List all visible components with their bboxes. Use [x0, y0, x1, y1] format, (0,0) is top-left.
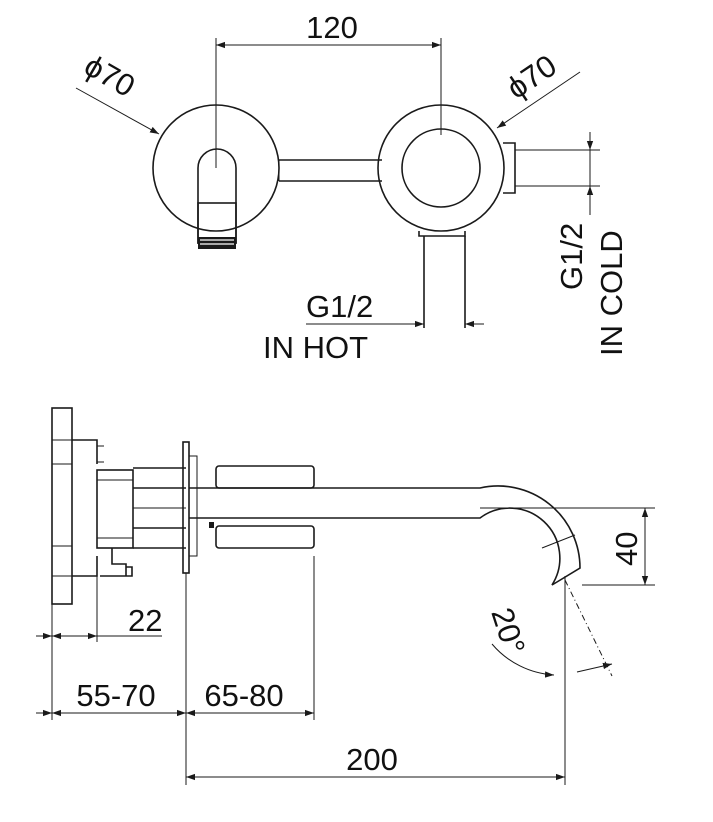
handle-reach-label: 65-80: [204, 678, 283, 713]
right-diameter-label: ϕ70: [500, 48, 563, 106]
flange-depth-label: 22: [128, 603, 162, 638]
spout-outlet: [197, 148, 237, 244]
spout-drop-label: 40: [609, 532, 644, 566]
mixer-handle: [401, 128, 481, 208]
side-view: 40 20° 22 55-70 65-80 200: [36, 407, 655, 785]
angle-label: 20°: [484, 603, 532, 658]
left-diameter-label: ϕ70: [79, 48, 141, 104]
wall-depth-label: 55-70: [76, 678, 155, 713]
cold-thread-label: G1/2: [554, 223, 589, 290]
top-width-label: 120: [306, 10, 358, 45]
hot-inlet-stub: [418, 231, 466, 237]
top-view: 120 ϕ70 ϕ70 G1/2 IN COLD G1/2 IN HOT: [75, 10, 629, 365]
knurled-handle-bottom: [215, 525, 315, 549]
hot-inlet-label: IN HOT: [263, 330, 368, 365]
cold-inlet-label: IN COLD: [594, 230, 629, 356]
spout-length-label: 200: [346, 742, 398, 777]
cold-inlet-stub: [503, 142, 516, 194]
hot-thread-label: G1/2: [306, 289, 373, 324]
spout-body: [189, 485, 581, 586]
knurled-handle-top: [215, 465, 315, 489]
wall-body: [51, 407, 73, 605]
